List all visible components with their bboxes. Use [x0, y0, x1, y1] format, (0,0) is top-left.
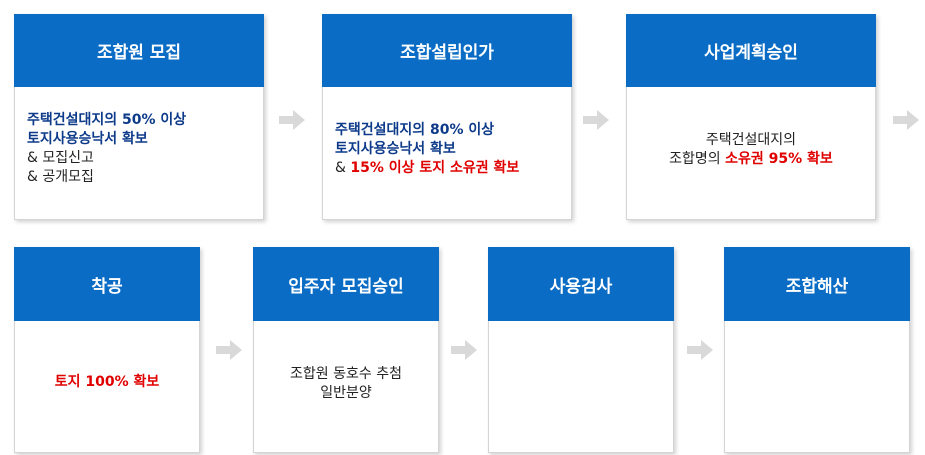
step-title: 조합해산: [724, 247, 910, 321]
step-line: 주택건설대지의 80% 이상: [335, 121, 571, 140]
step-line: & 모집신고: [27, 149, 263, 168]
right-arrow-icon: [893, 110, 919, 130]
right-arrow-icon: [451, 340, 477, 360]
step-text: 토지 100% 확보: [54, 374, 160, 390]
step-text: 조합원 동호수 추첨: [290, 366, 402, 382]
step-title: 사업계획승인: [626, 14, 876, 87]
step-text: 조합명의: [669, 151, 726, 167]
step-line: 조합명의 소유권 95% 확보: [627, 150, 875, 169]
right-arrow-icon: [216, 340, 242, 360]
step-line: 주택건설대지의 50% 이상: [27, 111, 263, 130]
step-text: 주택건설대지의 50% 이상: [27, 112, 187, 128]
step-text: 15% 이상 토지 소유권 확보: [350, 160, 520, 176]
step-text: &: [335, 160, 351, 176]
step-card-6: 사용검사: [488, 247, 674, 453]
step-title: 입주자 모집승인: [253, 247, 439, 321]
step-title: 착공: [14, 247, 200, 321]
step-text: 주택건설대지의: [705, 132, 797, 148]
step-title: 조합설립인가: [322, 14, 572, 87]
right-arrow-icon: [583, 110, 609, 130]
step-card-3: 사업계획승인 주택건설대지의 조합명의 소유권 95% 확보: [626, 14, 876, 220]
right-arrow-icon: [279, 110, 305, 130]
step-line: & 공개모집: [27, 168, 263, 187]
step-body: 주택건설대지의 조합명의 소유권 95% 확보: [627, 87, 875, 219]
step-line: 토지사용승낙서 확보: [335, 140, 571, 159]
step-card-4: 착공 토지 100% 확보: [14, 247, 200, 453]
step-line: 조합원 동호수 추첨: [254, 365, 438, 384]
step-card-5: 입주자 모집승인 조합원 동호수 추첨 일반분양: [253, 247, 439, 453]
step-line: & 15% 이상 토지 소유권 확보: [335, 159, 571, 178]
step-card-1: 조합원 모집 주택건설대지의 50% 이상 토지사용승낙서 확보 & 모집신고 …: [14, 14, 264, 220]
step-text: 일반분양: [320, 385, 372, 401]
step-line: 토지 100% 확보: [15, 373, 199, 392]
step-body: 토지 100% 확보: [15, 321, 199, 452]
step-body: 조합원 동호수 추첨 일반분양: [254, 321, 438, 452]
step-title: 조합원 모집: [14, 14, 264, 87]
step-text: 소유권 95% 확보: [725, 151, 833, 167]
step-title: 사용검사: [488, 247, 674, 321]
step-text: & 공개모집: [27, 169, 94, 185]
step-card-7: 조합해산: [724, 247, 910, 453]
step-text: 주택건설대지의 80% 이상: [335, 122, 495, 138]
step-text: & 모집신고: [27, 150, 94, 166]
step-body: 주택건설대지의 80% 이상 토지사용승낙서 확보 & 15% 이상 토지 소유…: [323, 87, 571, 219]
step-card-2: 조합설립인가 주택건설대지의 80% 이상 토지사용승낙서 확보 & 15% 이…: [322, 14, 572, 220]
step-text: 토지사용승낙서 확보: [335, 141, 456, 157]
step-body: 주택건설대지의 50% 이상 토지사용승낙서 확보 & 모집신고 & 공개모집: [15, 87, 263, 219]
step-line: 일반분양: [254, 384, 438, 403]
step-line: 주택건설대지의: [627, 131, 875, 150]
step-text: 토지사용승낙서 확보: [27, 131, 148, 147]
right-arrow-icon: [687, 340, 713, 360]
step-line: 토지사용승낙서 확보: [27, 130, 263, 149]
